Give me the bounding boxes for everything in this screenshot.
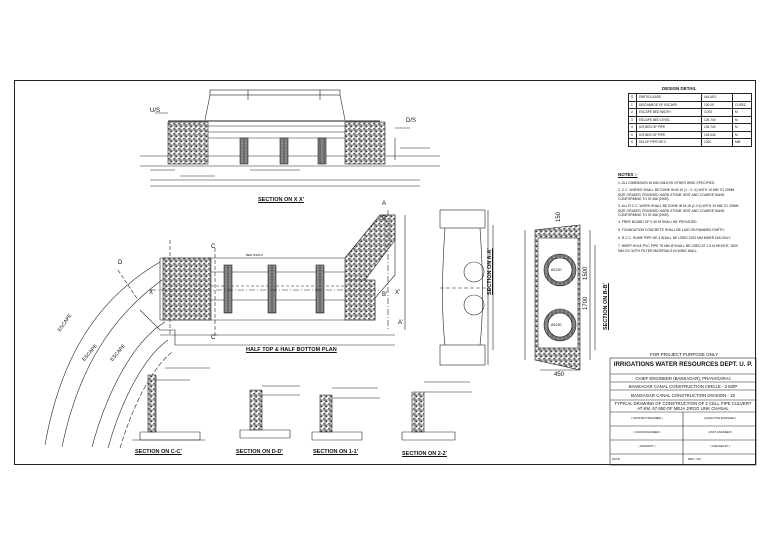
section-dd-caption: SECTION ON D-D' — [236, 449, 283, 455]
cell: 3 — [627, 115, 638, 124]
plan-drawing — [139, 210, 406, 346]
signatory: ( EXECUTIVE ENGINEER ) — [703, 417, 737, 420]
cell: 1 — [627, 100, 638, 109]
half-plan-caption: HALF TOP & HALF BOTTOM PLAN — [246, 347, 337, 353]
note-2: 2. C.C. WORKS SHALL BE DONE IN M-10 (1 :… — [618, 188, 735, 202]
drawing-sheet — [14, 80, 756, 465]
date-label: DATE — [612, 457, 620, 461]
cell: DIA OF PIPE NP-3 — [636, 138, 703, 147]
signatory: ( ASST. ENGINEER ) — [707, 431, 733, 434]
construction-circle: BANSAGAR CANAL CONSTRUCTION CIRCLE - 2 M… — [628, 384, 738, 389]
cell: M — [732, 123, 753, 132]
cell: 3.000 — [701, 108, 734, 117]
cell: M — [732, 115, 753, 124]
bed-width-label: BED WIDTH — [246, 253, 263, 257]
section-11-drawing — [311, 387, 380, 441]
cell: 100.00 — [701, 100, 734, 109]
point-x2: X' — [395, 290, 401, 296]
escape-channel-drawing — [44, 261, 173, 449]
cell: M — [732, 130, 753, 139]
point-b: B — [382, 216, 387, 222]
section-bb-caption: SECTION ON B-B' — [603, 283, 609, 330]
signatory: ( CHECKED BY ) — [710, 445, 730, 448]
section-cc-drawing — [132, 367, 210, 441]
cell: ESCAPE BED WIDTH — [636, 108, 703, 117]
signatory: ( DRAWN BY ) — [638, 445, 656, 448]
cell: 6 — [627, 138, 638, 147]
cell: 126.640 — [701, 130, 734, 139]
cell: MM — [732, 138, 753, 147]
title-block-frame — [609, 357, 757, 466]
point-c: C — [211, 244, 216, 250]
section-11-caption: SECTION ON 1-1' — [313, 449, 359, 455]
for-project-label: FOR PROJECT PURPOSE ONLY — [650, 352, 719, 357]
department-name: IRRIGATIONS WATER RESOURCES DEPT. U. P. — [613, 361, 753, 368]
dim-450: 450 — [554, 372, 565, 378]
point-d: D — [118, 260, 123, 266]
cell: 5 — [627, 130, 638, 139]
chief-engineer: CHIEF ENGINEER (BANSAGAR), PRAYAGARAJ — [635, 376, 731, 381]
section-aa-drawing — [439, 209, 494, 366]
signatory: ( ASSISTANT ENGINEER ) — [631, 417, 663, 420]
point-b2: B' — [382, 292, 388, 298]
header-cell: S. — [627, 93, 638, 102]
cell: 126.740 — [701, 115, 734, 124]
cell: DISCHARGE OF ESCAPE — [636, 100, 703, 109]
section-dd-drawing — [239, 385, 300, 439]
cell: CUSEC — [732, 100, 753, 109]
cell-1-label: Ø1200 — [551, 268, 562, 272]
cell: M — [732, 108, 753, 117]
drawing-number-label: DRG. NO. — [688, 457, 702, 461]
dim-150: 150 — [556, 211, 562, 222]
design-detail-header: S. PARTICULARS VALUES — [627, 93, 753, 102]
section-bb-drawing — [524, 224, 596, 371]
cell-2-label: Ø1200 — [551, 323, 562, 327]
table-row: 4 U/S BED OF PIPE 126.740 M — [627, 123, 753, 132]
header-cell: VALUES — [701, 93, 734, 102]
note-3: 3. ALL R.C.C. WORK SHALL BE DONE IN M-15… — [618, 204, 739, 218]
drawing-title: TYPICAL DRAWING OF CONSTRUCTION OF 2 CEL… — [614, 401, 752, 412]
construction-division: BANSAGAR CANAL CONSTRUCTION DIVISION - 1… — [631, 393, 735, 398]
table-row: 6 DIA OF PIPE NP-3 1200 MM — [627, 138, 753, 147]
section-22-drawing — [401, 381, 472, 441]
signatory: ( JUNIOR ENGINEER ) — [633, 431, 661, 434]
point-a: A — [382, 201, 387, 207]
note-7: 7. WEEP HOLE PVC PIPE 75 MM Ø SHALL BE U… — [618, 244, 738, 253]
cell: ESCAPE BED LEVEL — [636, 115, 703, 124]
table-row: 2 ESCAPE BED WIDTH 3.000 M — [627, 108, 753, 117]
section-cc-caption: SECTION ON C-C' — [135, 449, 182, 455]
header-cell — [732, 93, 753, 102]
cell: 1200 — [701, 138, 734, 147]
point-x: X — [149, 290, 154, 296]
note-6: 6. R.C.C. HUME PIPE NP-3 SHALL BE USED 1… — [618, 236, 731, 240]
cell: D/S BED OF PIPE — [636, 130, 703, 139]
ds-label: D/S — [406, 118, 417, 124]
cell: 126.740 — [701, 123, 734, 132]
point-c2: C' — [211, 335, 217, 341]
dim-1500: 1500 — [583, 266, 589, 280]
note-4: 4. FREE BOARD OF 0.30 M SHALL BE PROVIDE… — [618, 220, 698, 224]
cell: U/S BED OF PIPE — [636, 123, 703, 132]
note-1: 1. ALL DIMENSION IN MM UNLESS OTHER WISE… — [618, 181, 716, 185]
header-cell: PARTICULARS — [636, 93, 703, 102]
table-row: 3 ESCAPE BED LEVEL 126.740 M — [627, 115, 753, 124]
section-aa-caption: SECTION ON A-A' — [487, 248, 493, 295]
section-xx-drawing — [140, 89, 440, 187]
table-row: 1 DISCHARGE OF ESCAPE 100.00 CUSEC — [627, 100, 753, 109]
us-label: U/S — [150, 108, 161, 114]
section-xx-caption: SECTION ON X X' — [258, 197, 304, 203]
table-row: 5 D/S BED OF PIPE 126.640 M — [627, 130, 753, 139]
notes-title: NOTES :- — [618, 172, 638, 177]
note-5: 5. FOUNDATION CONCRETE SHALL BE LAID ON … — [618, 228, 725, 232]
design-detail-title: DESIGN DETAIL — [662, 86, 697, 91]
cell: 2 — [627, 108, 638, 117]
cell: 4 — [627, 123, 638, 132]
design-detail-table: S. PARTICULARS VALUES 1 DISCHARGE OF ESC… — [627, 93, 753, 147]
section-22-caption: SECTION ON 2-2' — [402, 451, 448, 457]
point-a2: A' — [398, 320, 404, 326]
dim-1700: 1700 — [583, 296, 589, 310]
